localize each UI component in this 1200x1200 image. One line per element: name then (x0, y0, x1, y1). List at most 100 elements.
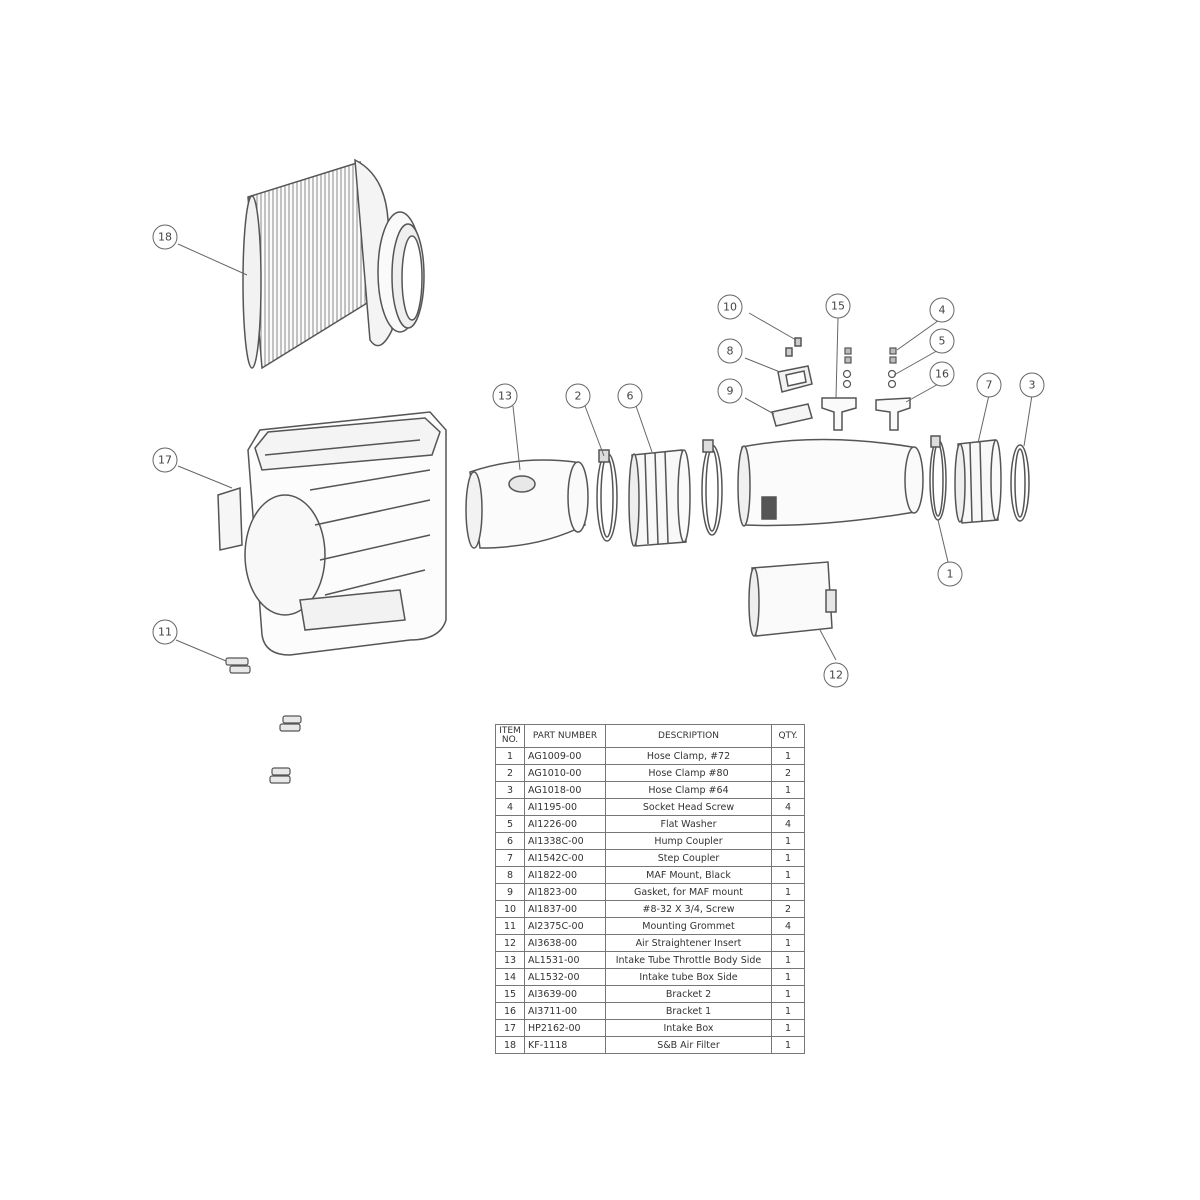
svg-text:3: 3 (1029, 379, 1036, 392)
cell-part-number: AI1226-00 (524, 815, 606, 833)
svg-text:7: 7 (986, 379, 993, 392)
callout-9: 9 (717, 378, 743, 404)
cell-description: Intake Box (605, 1019, 772, 1037)
cell-description: Hose Clamp, #72 (605, 747, 772, 765)
cell-item-no: 13 (495, 951, 525, 969)
cell-part-number: HP2162-00 (524, 1019, 606, 1037)
cell-qty: 1 (771, 1019, 805, 1037)
callout-18: 18 (152, 224, 178, 250)
svg-text:6: 6 (627, 390, 634, 403)
cell-item-no: 8 (495, 866, 525, 884)
cell-qty: 1 (771, 951, 805, 969)
cell-part-number: AL1531-00 (524, 951, 606, 969)
cell-item-no: 10 (495, 900, 525, 918)
cell-description: Hump Coupler (605, 832, 772, 850)
cell-description: Gasket, for MAF mount (605, 883, 772, 901)
header-qty: QTY. (771, 724, 805, 748)
cell-description: Hose Clamp #64 (605, 781, 772, 799)
cell-item-no: 3 (495, 781, 525, 799)
cell-item-no: 18 (495, 1036, 525, 1054)
cell-qty: 1 (771, 1002, 805, 1020)
svg-text:4: 4 (939, 304, 946, 317)
cell-qty: 1 (771, 747, 805, 765)
svg-text:11: 11 (158, 626, 172, 639)
cell-item-no: 6 (495, 832, 525, 850)
cell-item-no: 5 (495, 815, 525, 833)
callouts: 18 17 11 13 2 6 10 8 9 15 4 5 16 7 3 1 1… (152, 224, 1045, 688)
cell-description: MAF Mount, Black (605, 866, 772, 884)
cell-item-no: 15 (495, 985, 525, 1003)
maf-mount-part (777, 365, 813, 393)
cell-item-no: 9 (495, 883, 525, 901)
svg-text:8: 8 (727, 345, 734, 358)
cell-item-no: 1 (495, 747, 525, 765)
svg-text:2: 2 (575, 390, 582, 403)
leader-lines (175, 243, 1033, 662)
cell-part-number: KF-1118 (524, 1036, 606, 1054)
header-part-number: PART NUMBER (524, 724, 606, 748)
callout-3: 3 (1019, 372, 1045, 398)
cell-description: Intake tube Box Side (605, 968, 772, 986)
cell-description: Hose Clamp #80 (605, 764, 772, 782)
cell-part-number: AG1009-00 (524, 747, 606, 765)
cell-qty: 4 (771, 798, 805, 816)
cell-item-no: 16 (495, 1002, 525, 1020)
bracket-2-part (821, 397, 857, 431)
cell-description: Socket Head Screw (605, 798, 772, 816)
intake-tube-throttle-side-part (465, 459, 589, 549)
flat-washer-part (842, 369, 897, 389)
callout-16: 16 (929, 361, 955, 387)
svg-text:15: 15 (831, 300, 845, 313)
callout-13: 13 (492, 383, 518, 409)
cell-qty: 2 (771, 900, 805, 918)
cell-part-number: AI1837-00 (524, 900, 606, 918)
svg-text:18: 18 (158, 231, 172, 244)
cell-qty: 1 (771, 934, 805, 952)
hose-clamp-1-part (929, 435, 947, 521)
cell-description: Mounting Grommet (605, 917, 772, 935)
svg-text:12: 12 (829, 669, 843, 682)
callout-2: 2 (565, 383, 591, 409)
cell-part-number: AI1542C-00 (524, 849, 606, 867)
cell-part-number: AI1195-00 (524, 798, 606, 816)
cell-part-number: AL1532-00 (524, 968, 606, 986)
cell-description: Intake Tube Throttle Body Side (605, 951, 772, 969)
mounting-grommet-part (225, 657, 302, 784)
cell-qty: 1 (771, 1036, 805, 1054)
callout-4: 4 (929, 297, 955, 323)
cell-part-number: AI1822-00 (524, 866, 606, 884)
cell-qty: 1 (771, 985, 805, 1003)
air-filter-part (242, 158, 425, 370)
cell-description: Bracket 2 (605, 985, 772, 1003)
maf-gasket-part (771, 403, 813, 427)
callout-15: 15 (825, 293, 851, 319)
callout-10: 10 (717, 294, 743, 320)
cell-item-no: 17 (495, 1019, 525, 1037)
svg-text:17: 17 (158, 454, 172, 467)
cell-description: Flat Washer (605, 815, 772, 833)
screw-10-part (785, 337, 802, 357)
hose-clamp-2-part (596, 449, 618, 542)
step-coupler-part (954, 439, 1002, 524)
cell-qty: 1 (771, 781, 805, 799)
cell-item-no: 4 (495, 798, 525, 816)
cell-qty: 1 (771, 832, 805, 850)
intake-tube-box-side-part (737, 438, 924, 527)
cell-part-number: AG1010-00 (524, 764, 606, 782)
callout-12: 12 (823, 662, 849, 688)
